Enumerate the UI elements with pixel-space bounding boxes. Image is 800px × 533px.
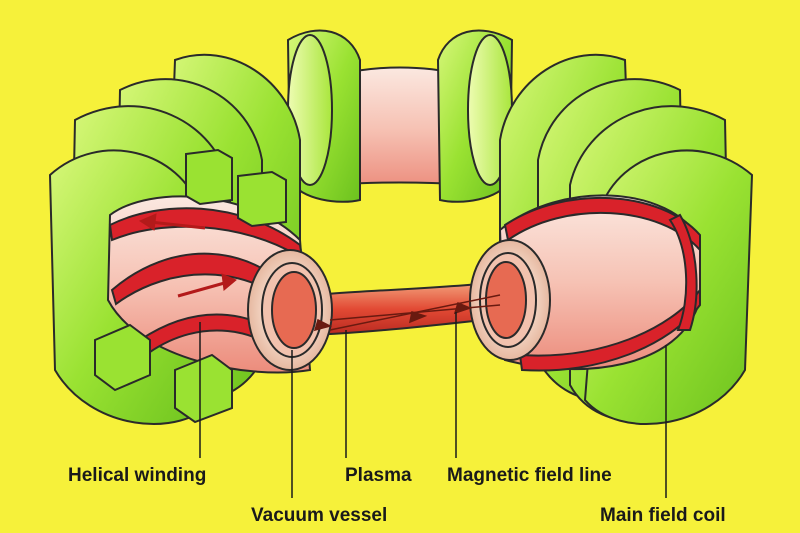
magnetic-field-line bbox=[313, 294, 501, 332]
label-helical-winding: Helical winding bbox=[68, 465, 207, 486]
label-vacuum-vessel: Vacuum vessel bbox=[251, 505, 388, 526]
current-arrows bbox=[138, 213, 237, 298]
leader-lines bbox=[199, 312, 667, 498]
label-plasma: Plasma bbox=[345, 465, 412, 486]
label-main-field-coil: Main field coil bbox=[600, 505, 726, 526]
vessel-ring-right bbox=[469, 239, 551, 361]
vessel-ring-left bbox=[247, 249, 333, 371]
vacuum-vessel-right bbox=[498, 194, 701, 372]
label-magnetic-field-line: Magnetic field line bbox=[447, 465, 612, 486]
helical-winding-blocks bbox=[94, 148, 287, 424]
